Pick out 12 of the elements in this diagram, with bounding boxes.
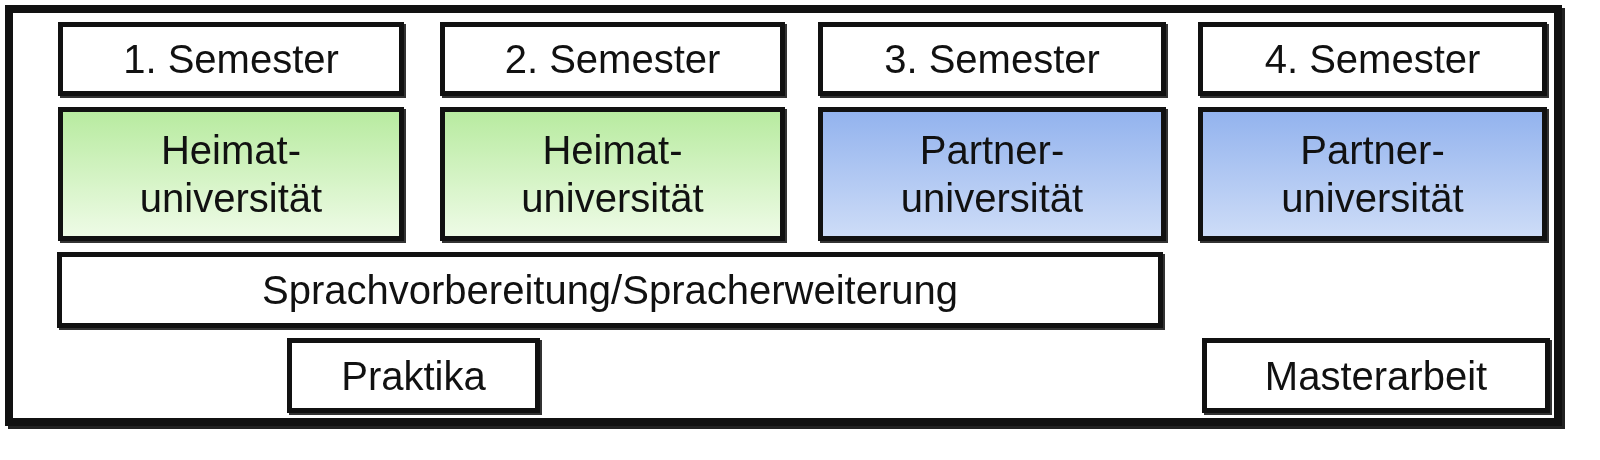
thesis-label: Masterarbeit (1202, 338, 1550, 413)
semester-label: 2. Semester (440, 22, 785, 96)
partner-university-box: Partner- universität (818, 107, 1166, 241)
home-university-box: Heimat- universität (440, 107, 785, 241)
partner-university-box: Partner- universität (1198, 107, 1547, 241)
language-course-label: Sprachvorbereitung/Spracherweiterung (57, 252, 1163, 328)
semester-label: 1. Semester (58, 22, 404, 96)
home-university-box: Heimat- universität (58, 107, 404, 241)
semester-label: 4. Semester (1198, 22, 1547, 96)
semester-label: 3. Semester (818, 22, 1166, 96)
outer-frame (5, 5, 1562, 426)
internship-label: Praktika (287, 338, 540, 413)
